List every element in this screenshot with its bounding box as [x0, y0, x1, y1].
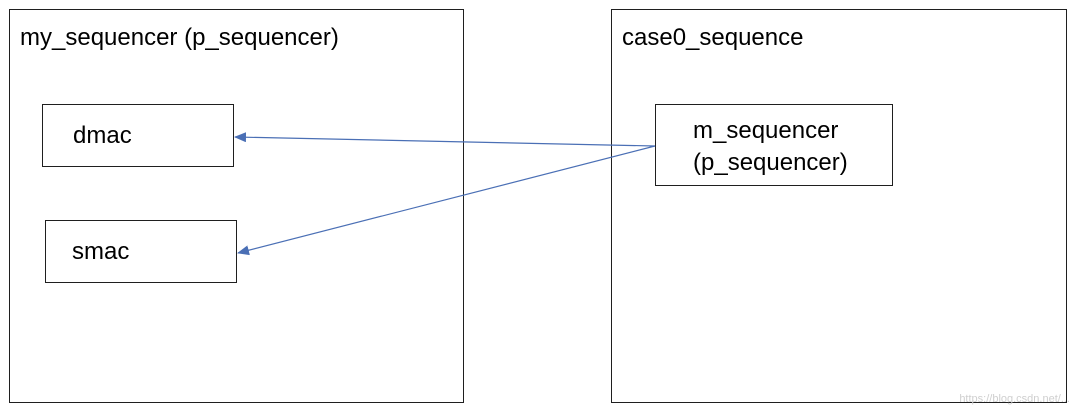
m-sequencer-box: m_sequencer (p_sequencer): [655, 104, 893, 186]
m-sequencer-label-line2: (p_sequencer): [693, 149, 848, 176]
watermark: https://blog.csdn.net/...: [959, 393, 1070, 405]
my-sequencer-panel: my_sequencer (p_sequencer): [9, 9, 464, 403]
smac-box: smac: [45, 220, 237, 283]
my-sequencer-title: my_sequencer (p_sequencer): [20, 24, 339, 51]
case0-sequence-panel: case0_sequence: [611, 9, 1067, 403]
dmac-label: dmac: [73, 122, 132, 149]
smac-label: smac: [72, 238, 130, 265]
case0-sequence-title: case0_sequence: [622, 24, 804, 51]
dmac-box: dmac: [42, 104, 234, 167]
m-sequencer-label-line1: m_sequencer: [693, 117, 839, 144]
